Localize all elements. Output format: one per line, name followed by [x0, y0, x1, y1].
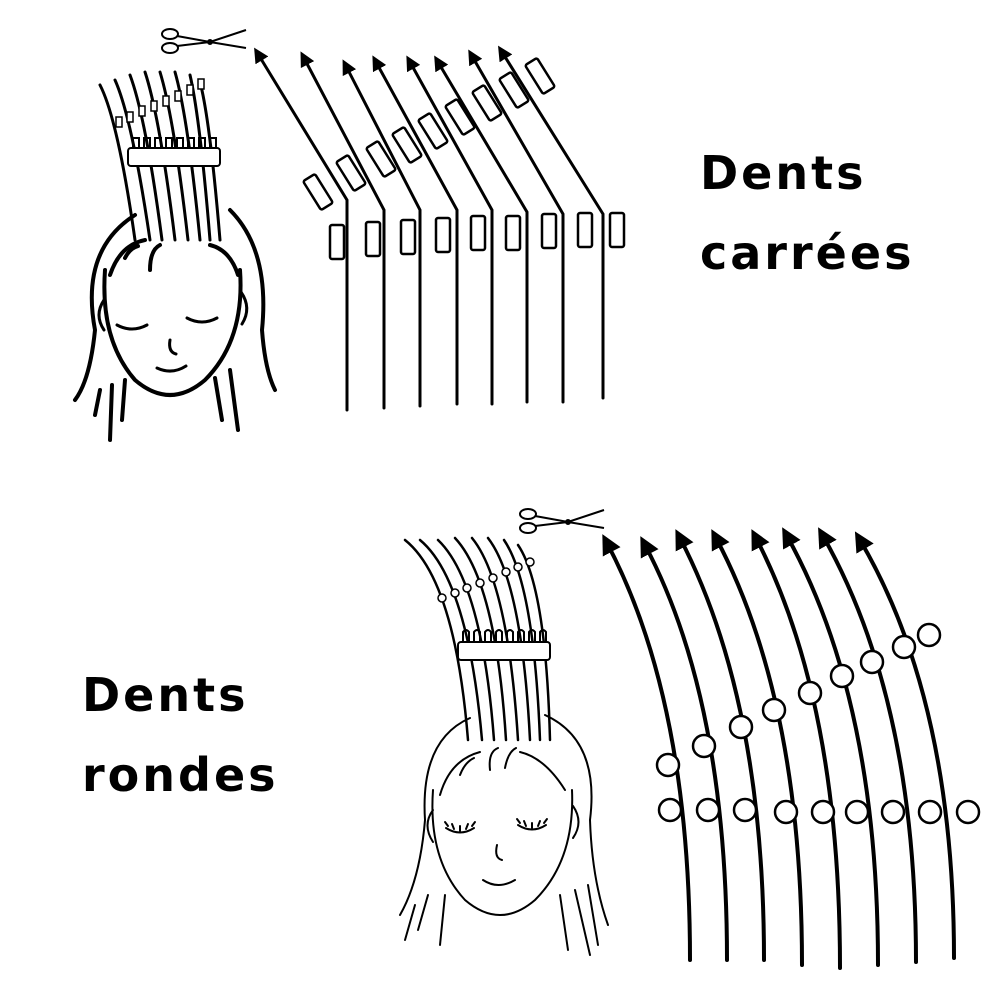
arrow-strand-8 [854, 531, 956, 960]
arrow-strand-8 [498, 45, 605, 400]
round-tooth-circles [655, 622, 981, 825]
arrow-strand-5 [751, 529, 842, 970]
arrow-strand-2 [640, 536, 729, 962]
scissors-icon [519, 508, 605, 534]
round-teeth-marks [437, 557, 535, 603]
arrow-strand-7 [468, 49, 565, 404]
round-teeth-panel [399, 508, 981, 970]
round-teeth-label-line1: Dents [82, 668, 249, 722]
square-tooth-rects [302, 57, 626, 261]
comb-icon [457, 629, 551, 661]
arrow-strand-1 [602, 534, 692, 962]
square-teeth-label-line1: Dents [700, 146, 867, 200]
arrow-strand-1 [254, 47, 349, 412]
arrow-strand-4 [372, 55, 459, 406]
round-teeth-arrows [602, 527, 956, 970]
arrow-strand-5 [406, 55, 494, 406]
arrow-strand-6 [782, 527, 880, 967]
square-teeth-panel [73, 28, 626, 442]
arrow-strand-4 [711, 529, 804, 967]
comb-icon [127, 137, 221, 167]
arrow-strand-2 [300, 51, 386, 410]
head-illustration [399, 714, 609, 956]
round-teeth-label-line2: rondes [82, 748, 279, 802]
arrow-strand-7 [818, 527, 918, 964]
scissors-icon [161, 28, 247, 54]
arrow-strand-3 [342, 59, 422, 408]
square-teeth-label-line2: carrées [700, 226, 915, 280]
arrow-strand-6 [434, 55, 529, 404]
head-illustration [73, 208, 277, 442]
lifted-hair-strands [403, 536, 552, 742]
square-teeth-marks [115, 78, 205, 128]
square-teeth-arrows [254, 45, 605, 412]
